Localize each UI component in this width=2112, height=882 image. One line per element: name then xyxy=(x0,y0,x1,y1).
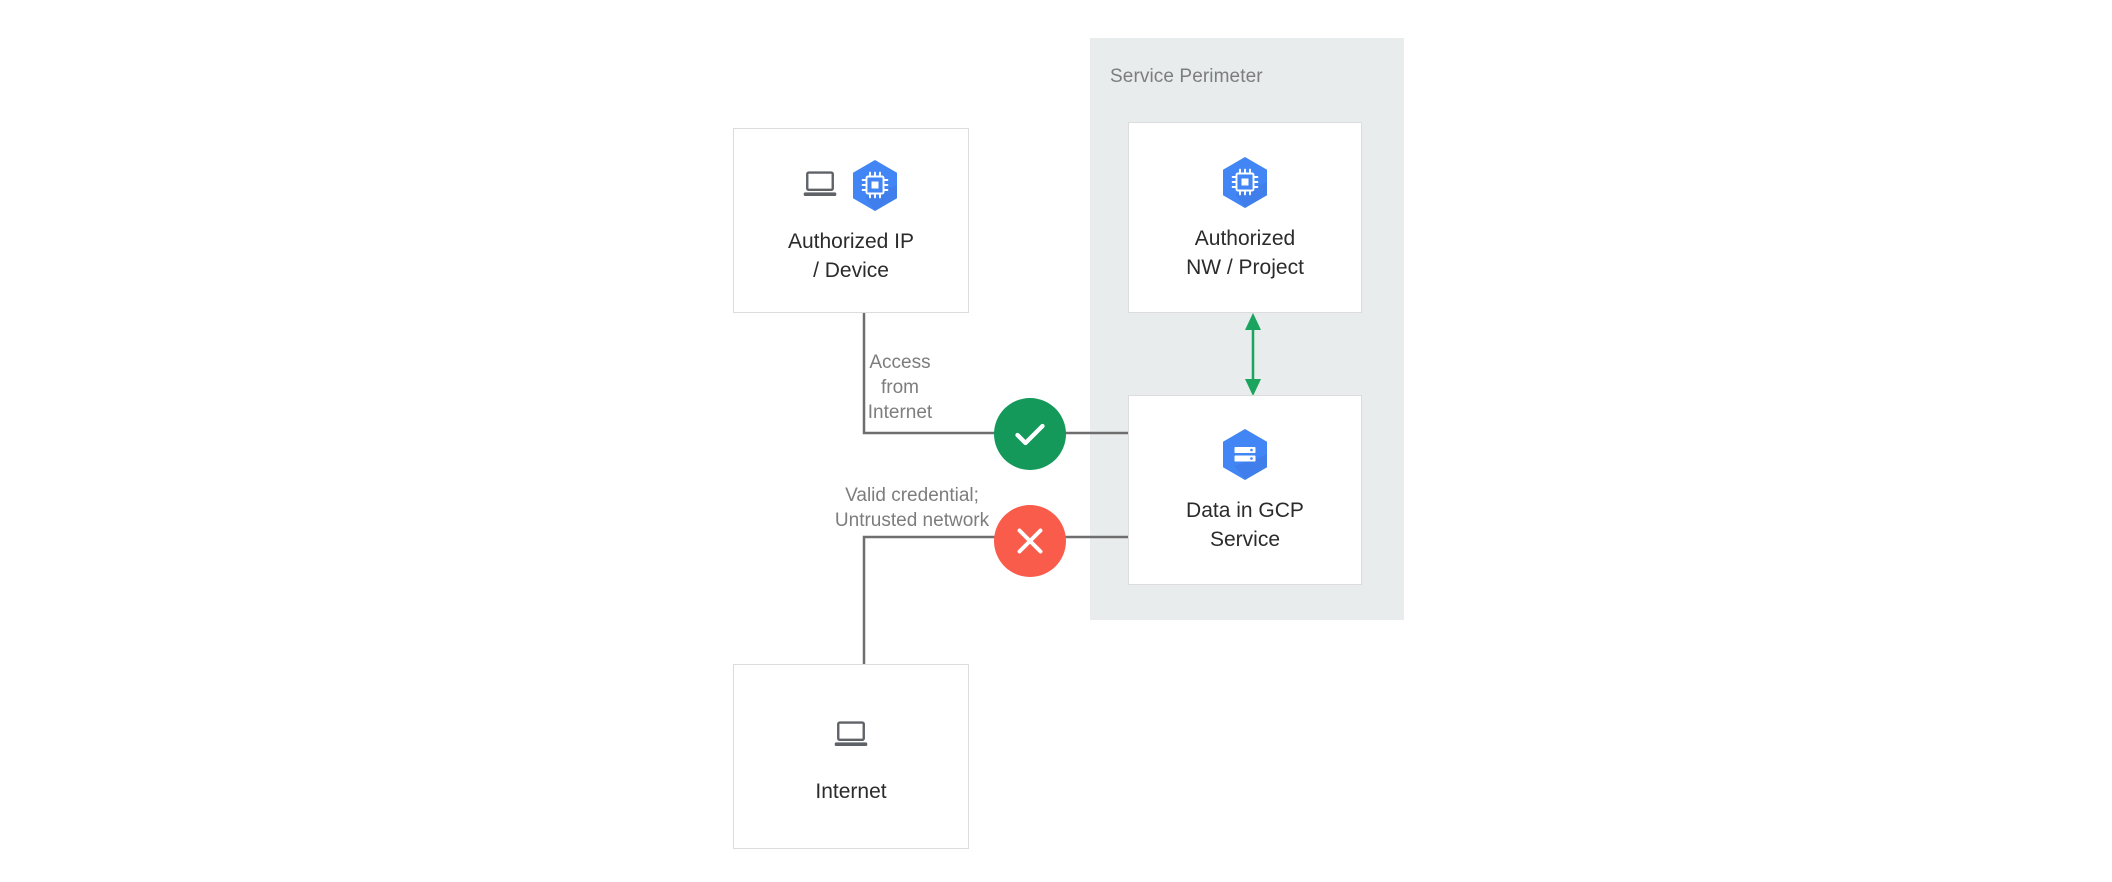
compute-engine-icon xyxy=(851,159,899,211)
cloud-storage-icon xyxy=(1221,428,1269,480)
connector-denied-path xyxy=(862,535,1128,664)
close-icon xyxy=(1012,523,1048,559)
node-label-authorized-nw-project: Authorized NW / Project xyxy=(1186,226,1304,279)
node-icon-group xyxy=(803,157,899,213)
node-label-internet: Internet xyxy=(815,780,887,803)
laptop-icon xyxy=(834,720,868,750)
check-icon xyxy=(1010,414,1050,454)
node-data-in-gcp-service[interactable]: Data in GCP Service xyxy=(1128,395,1362,585)
node-icon-group xyxy=(1221,426,1269,482)
node-internet[interactable]: Internet xyxy=(733,664,969,849)
node-authorized-ip-device[interactable]: Authorized IP / Device xyxy=(733,128,969,313)
compute-engine-icon xyxy=(1221,156,1269,208)
status-badge-denied[interactable] xyxy=(994,505,1066,577)
node-label-authorized-ip-device: Authorized IP / Device xyxy=(787,229,915,282)
node-label-data-in-gcp-service: Data in GCP Service xyxy=(1186,499,1304,551)
status-badge-allowed[interactable] xyxy=(994,398,1066,470)
node-icon-group xyxy=(1221,154,1269,210)
node-icon-group xyxy=(834,707,868,763)
service-perimeter-label: Service Perimeter xyxy=(1110,66,1263,87)
laptop-icon xyxy=(803,170,837,200)
node-authorized-nw-project[interactable]: Authorized NW / Project xyxy=(1128,122,1362,313)
edge-label-access-from-internet: Access from Internet xyxy=(867,352,933,423)
edge-label-valid-credential-untrusted-network: Valid credential; Untrusted network xyxy=(834,485,990,531)
